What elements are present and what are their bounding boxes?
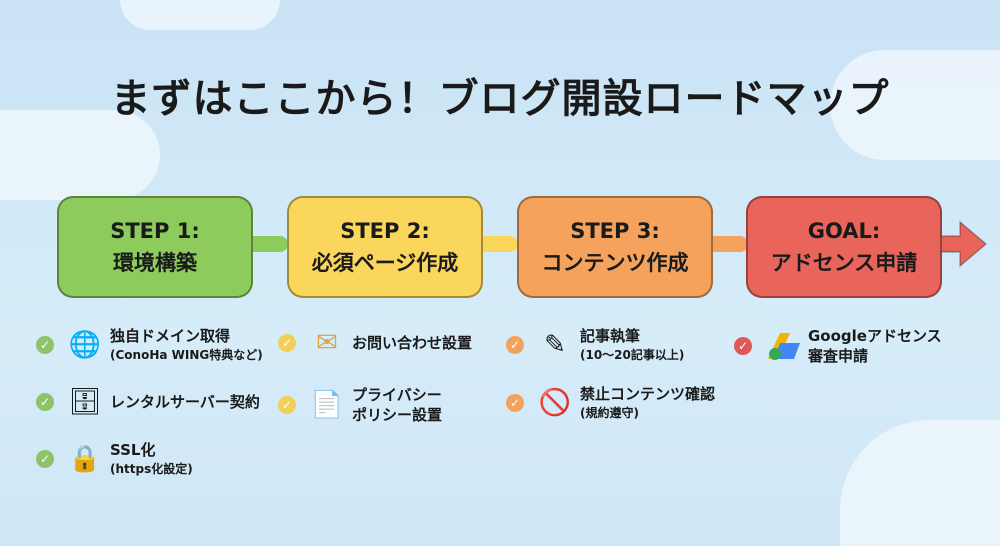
envelope-icon: ✉ [316,328,338,358]
step-1-box: STEP 1: 環境構築 [57,196,253,298]
step-label: STEP 1: [110,219,200,243]
check-icon: ✓ [278,334,296,352]
item-title: お問い合わせ設置 [352,334,473,352]
pencil-icon: ✎ [544,330,566,360]
check-icon: ✓ [36,393,54,411]
item-title: レンタルサーバー契約 [110,393,260,411]
goal-arrow-icon [936,220,988,268]
step-name: コンテンツ作成 [541,251,689,275]
connector [710,236,748,252]
list-item: ✓ 🚫 禁止コンテンツ確認 (規約遵守) [506,384,715,422]
list-item: ✓ 🌐 独自ドメイン取得 (ConoHa WING特典など) [36,326,263,364]
page-title: まずはここから！ブログ開設ロードマップ [110,76,890,122]
step-name: 必須ページ作成 [311,251,459,275]
adsense-icon [766,329,800,363]
item-sub: (https化設定) [110,462,193,476]
step-3-box: STEP 3: コンテンツ作成 [517,196,713,298]
list-item: ✓ ✎ 記事執筆 (10〜20記事以上) [506,326,684,364]
cloud [830,50,1000,160]
connector [250,236,288,252]
item-title: 独自ドメイン取得 [110,327,231,345]
prohibited-icon: 🚫 [538,388,572,418]
item-title: SSL化 [110,441,156,459]
goal-box: GOAL: アドセンス申請 [746,196,942,298]
item-title: プライバシー [352,386,442,404]
check-icon: ✓ [36,450,54,468]
server-icon: 🗄 [68,387,102,417]
step-2-box: STEP 2: 必須ページ作成 [287,196,483,298]
item-sub: (ConoHa WING特典など) [110,348,263,362]
item-title: 記事執筆 [580,327,641,345]
item-title: Googleアドセンス [808,327,942,345]
globe-icon: 🌐 [68,330,102,360]
document-shield-icon: 📄 [310,390,344,420]
check-icon: ✓ [278,396,296,414]
item-sub: (規約遵守) [580,406,639,420]
list-item: ✓ 🗄 レンタルサーバー契約 [36,385,260,419]
lock-icon: 🔒 [68,444,102,474]
connector [480,236,518,252]
check-icon: ✓ [36,336,54,354]
step-label: STEP 2: [340,219,430,243]
cloud [0,110,160,200]
step-label: GOAL: [807,219,881,243]
step-name: 環境構築 [113,251,197,275]
check-icon: ✓ [506,394,524,412]
item-title-line2: 審査申請 [808,347,869,365]
check-icon: ✓ [734,337,752,355]
list-item: ✓ 📄 プライバシーポリシー設置 [278,385,442,425]
cloud [120,0,280,30]
list-item: ✓ ✉ お問い合わせ設置 [278,326,472,360]
cloud [840,420,1000,546]
list-item: ✓ Googleアドセンス審査申請 [734,326,942,366]
check-icon: ✓ [506,336,524,354]
step-label: STEP 3: [570,219,660,243]
item-title: 禁止コンテンツ確認 [580,385,716,403]
item-sub: (10〜20記事以上) [580,348,685,362]
list-item: ✓ 🔒 SSL化 (https化設定) [36,440,193,478]
step-name: アドセンス申請 [770,251,918,275]
item-title-line2: ポリシー設置 [352,406,443,424]
